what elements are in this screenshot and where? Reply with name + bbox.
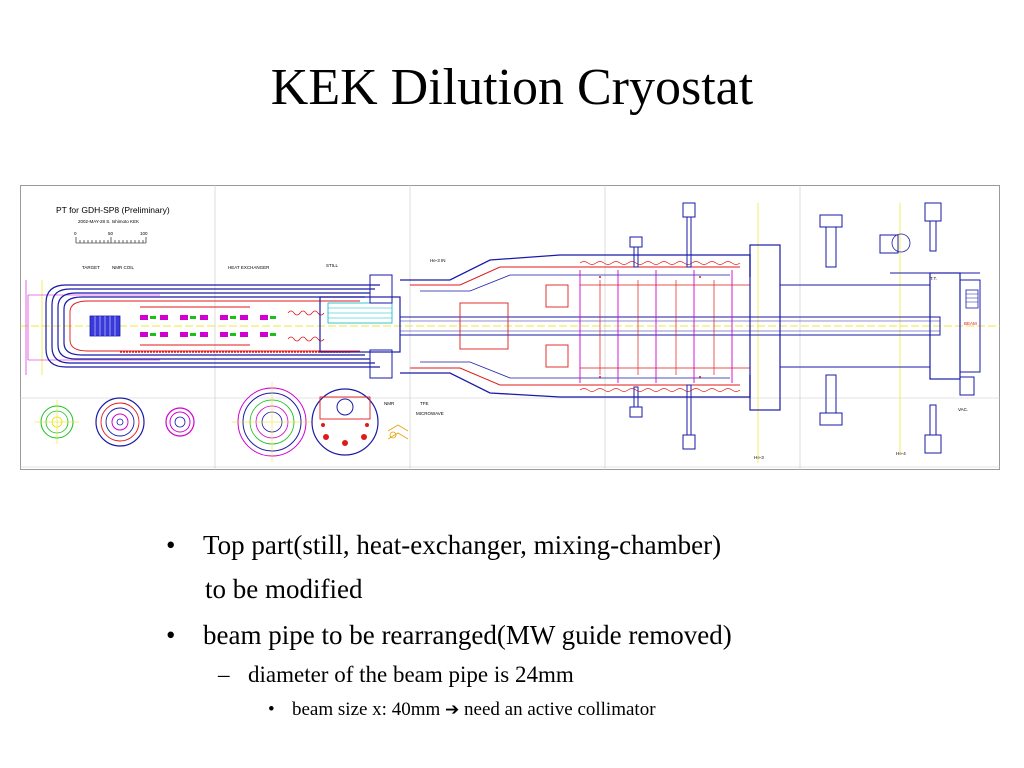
coil-row-top: [140, 315, 268, 320]
scale-label-0: 0: [74, 231, 77, 236]
connector-sketch: [387, 424, 409, 440]
bullet-text-1: Top part(still, heat-exchanger, mixing-c…: [203, 530, 722, 560]
label-still: STILL: [326, 263, 339, 268]
label-tt: T.T.: [930, 276, 937, 281]
scale-bar: [75, 237, 147, 244]
sub-sub-bullet-text: beam size x: 40mm: [292, 699, 441, 720]
bullet-text-2: beam pipe to be rearranged(MW guide remo…: [203, 620, 732, 650]
label-nmr-coil: NMR COIL: [112, 265, 134, 270]
label-heat-exchanger: HEAT EXCHANGER: [228, 265, 270, 270]
cross-section-1: [35, 400, 79, 444]
label-he3: He-3: [754, 455, 764, 460]
cross-section-5: [311, 388, 379, 456]
bottom-ports: [629, 374, 975, 454]
arrow-icon: ➔: [445, 700, 460, 720]
scale-label-100: 100: [140, 231, 148, 236]
cryostat-technical-drawing: PT for GDH-SP8 (Preliminary) 2002-MAY-28…: [20, 185, 1000, 470]
coil-row-bottom: [140, 332, 268, 337]
cross-section-3: [165, 407, 195, 437]
label-beam: BEAM: [964, 321, 977, 326]
label-tfe: TFE: [420, 401, 429, 406]
bullet-text-1-continued: to be modified: [205, 574, 363, 604]
drawing-author-line: 2002-MAY-28 S. Ishimoto KEK: [78, 219, 139, 224]
label-he3-in: He-3 IN: [430, 258, 446, 263]
scale-label-50: 50: [108, 231, 114, 236]
beam-pipe: [399, 316, 941, 336]
drawing-title: PT for GDH-SP8 (Preliminary): [56, 205, 170, 215]
sub-sub-bullet-line: beam size x: 40mm ➔ need an active colli…: [292, 698, 656, 722]
sub-bullet-marker: –: [218, 662, 230, 687]
bullet-marker-1: •: [166, 530, 176, 560]
top-ports: [629, 202, 942, 268]
outer-vacuum-tube: [45, 284, 380, 368]
sub-sub-bullet-marker: •: [268, 699, 275, 720]
cross-section-2: [95, 397, 145, 447]
sub-sub-bullet-continuation: need an active collimator: [464, 699, 656, 720]
label-microwave: MICROWAVE: [416, 411, 444, 416]
sub-bullet-text: diameter of the beam pipe is 24mm: [248, 662, 574, 687]
bullet-marker-2: •: [166, 620, 176, 650]
label-he4: He-4: [896, 451, 906, 456]
label-target: TARGET: [82, 265, 100, 270]
label-vac: VAC.: [958, 407, 968, 412]
slide-title: KEK Dilution Cryostat: [270, 59, 754, 116]
label-nmr: NMR: [384, 401, 395, 406]
cross-section-4: [232, 382, 312, 462]
